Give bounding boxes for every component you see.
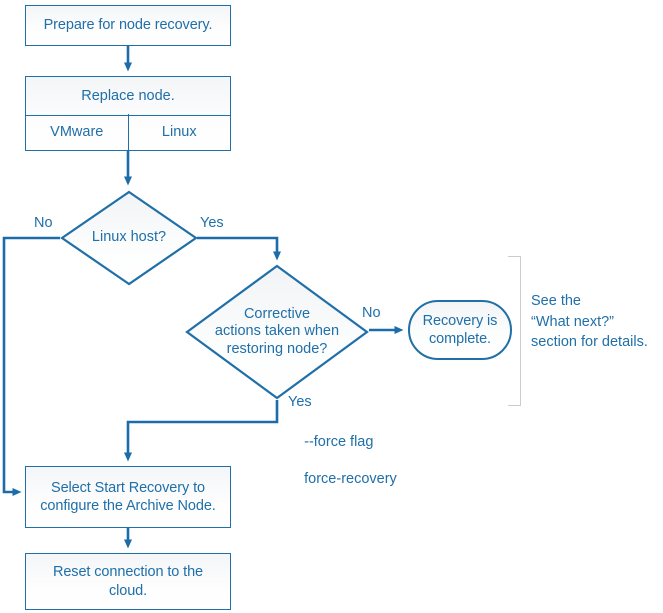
replace-option-vmware-label: VMware [50,124,104,140]
node-reset-connection[interactable]: Reset connection to the cloud. [25,553,231,610]
diamond-shape [60,190,198,286]
force-flag-line1: --force flag [304,433,374,450]
what-next-bracket [508,256,521,406]
node-prepare-label: Prepare for node recovery. [43,17,213,34]
replace-option-linux[interactable]: Linux [127,114,231,150]
note-what-next: See the “What next?” section for details… [531,293,648,351]
force-flag-line2: force-recovery [304,470,397,487]
edge-label-corrective-no: No [362,305,381,321]
node-replace-node[interactable]: Replace node. VMware Linux [25,76,231,151]
node-select-start-recovery[interactable]: Select Start Recovery to configure the A… [25,466,231,528]
decision-linux-host[interactable]: Linux host? [60,190,198,286]
node-replace-label: Replace node. [81,88,175,104]
replace-option-linux-label: Linux [161,124,197,140]
node-replace-node-title: Replace node. [26,77,230,116]
replace-option-vmware[interactable]: VMware [26,114,128,150]
node-prepare-for-node-recovery[interactable]: Prepare for node recovery. [25,5,231,46]
node-recovery-complete[interactable]: Recovery is complete. [408,300,512,360]
edge-label-linux-host-yes: Yes [200,215,224,231]
decision-corrective-actions[interactable]: Corrective actions taken when restoring … [185,264,369,400]
edge-label-corrective-yes: Yes [288,394,312,410]
replace-node-options: VMware Linux [26,114,230,150]
edge-label-force-flag: --force flag force-recovery [288,414,397,507]
diamond-shape [185,264,369,400]
edge-label-linux-host-no: No [34,215,53,231]
